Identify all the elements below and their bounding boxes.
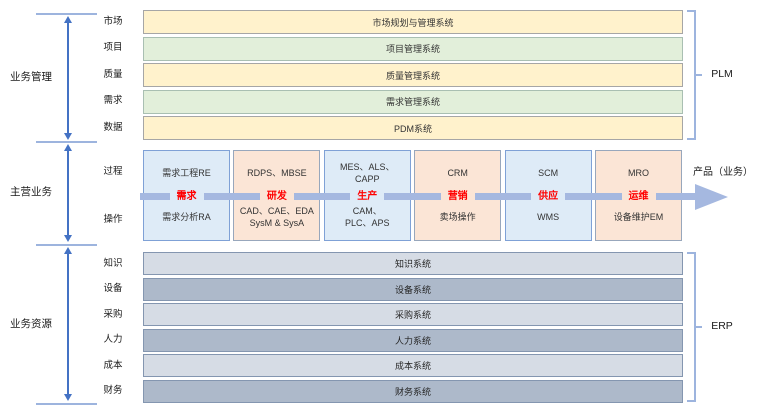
process-system-text: SCM <box>538 167 559 178</box>
plm-row-project: 项目管理系统 <box>143 36 683 61</box>
operation-system-text: 需求分析RA <box>162 212 211 222</box>
operation-system-text: 卖场操作 <box>439 212 476 222</box>
section-label-business-resources: 业务资源 <box>10 318 52 330</box>
row-label-requirement: 需求 <box>103 95 123 106</box>
row-label-finance: 财务 <box>103 385 123 396</box>
system-name-text: PDM系统 <box>394 123 432 134</box>
operation-system-text: CAM、 PLC、APS <box>345 206 390 228</box>
rail-divider-line <box>36 244 97 246</box>
row-label-market: 市场 <box>103 16 123 27</box>
row-label-knowledge: 知识 <box>103 257 123 269</box>
process-system-text: MES、ALS、CAPP <box>340 161 395 184</box>
stage-label-requirement: 需求 <box>169 190 204 203</box>
erp-bracket-top-tick <box>687 252 696 254</box>
stage-label-maintenance: 运维 <box>621 190 656 203</box>
erp-row-knowledge: 知识系统 <box>143 252 683 275</box>
row-label-hr: 人力 <box>103 334 123 345</box>
system-name-text: 知识系统 <box>394 259 431 269</box>
arrow-down-icon <box>64 133 72 140</box>
range-arrow-main-business <box>63 144 73 242</box>
row-label-process: 过程 <box>103 166 123 177</box>
row-label-equipment: 设备 <box>103 283 123 294</box>
erp-bracket-mid-tick <box>695 326 702 328</box>
arrow-up-icon <box>64 247 72 254</box>
row-label-data: 数据 <box>103 122 123 133</box>
system-name-text: 市场规划与管理系统 <box>372 17 454 28</box>
operation-system-text: 设备维护EM <box>613 212 664 222</box>
row-label-project: 项目 <box>103 42 123 53</box>
stage-label-marketing: 营销 <box>440 190 475 203</box>
section-label-main-business: 主营业务 <box>10 186 52 198</box>
row-label-operation: 操作 <box>103 214 123 225</box>
erp-row-cost: 成本系统 <box>143 354 683 377</box>
flow-arrowhead-icon <box>695 184 728 210</box>
process-system-text: 需求工程RE <box>162 167 211 178</box>
process-system-text: RDPS、MBSE <box>247 167 307 178</box>
arrow-shaft <box>67 252 69 396</box>
plm-row-requirement: 需求管理系统 <box>143 89 683 114</box>
system-name-text: 成本系统 <box>394 361 431 371</box>
row-label-cost: 成本 <box>103 359 123 371</box>
erp-row-procurement: 采购系统 <box>143 303 683 326</box>
arrow-shaft <box>67 21 69 135</box>
rail-divider-line <box>36 403 97 405</box>
range-arrow-business-management <box>63 16 73 140</box>
plm-bracket-mid-tick <box>695 74 702 76</box>
stage-label-supply: 供应 <box>531 190 566 203</box>
erp-row-hr: 人力系统 <box>143 328 683 352</box>
process-system-text: CRM <box>447 167 468 178</box>
section-label-business-management: 业务管理 <box>10 71 52 83</box>
arrow-up-icon <box>64 16 72 23</box>
row-label-quality: 质量 <box>103 69 123 80</box>
arrow-down-icon <box>64 394 72 401</box>
system-name-text: 需求管理系统 <box>385 97 440 107</box>
plm-row-quality: 质量管理系统 <box>143 63 683 87</box>
stage-label-rnd: 研发 <box>259 190 294 203</box>
process-system-text: MRO <box>628 167 649 178</box>
system-name-text: 采购系统 <box>394 310 431 320</box>
system-name-text: 项目管理系统 <box>385 44 440 54</box>
system-name-text: 人力系统 <box>394 335 431 346</box>
arrow-up-icon <box>64 144 72 151</box>
row-label-procurement: 采购 <box>103 308 123 320</box>
plm-row-pdm: PDM系统 <box>143 116 683 140</box>
erp-bracket-bottom-tick <box>687 400 696 402</box>
erp-row-equipment: 设备系统 <box>143 277 683 301</box>
range-arrow-business-resources <box>63 247 73 401</box>
flow-arrow-shaft <box>140 193 695 200</box>
stage-label-production: 生产 <box>350 190 385 203</box>
arrow-down-icon <box>64 235 72 242</box>
operation-system-text: WMS <box>537 212 560 222</box>
bracket-label-erp: ERP <box>711 320 733 332</box>
system-name-text: 财务系统 <box>394 386 431 397</box>
plm-row-market: 市场规划与管理系统 <box>143 10 683 34</box>
bracket-label-plm: PLM <box>711 68 733 80</box>
system-name-text: 设备系统 <box>394 284 431 295</box>
operation-system-text: CAD、CAE、EDA SysM & SysA <box>239 206 314 228</box>
arrow-shaft <box>67 149 69 237</box>
rail-divider-line <box>36 13 97 15</box>
plm-bracket-bottom-tick <box>687 138 696 140</box>
plm-bracket-top-tick <box>687 10 696 12</box>
flow-output-label: 产品（业务） <box>693 167 753 178</box>
system-name-text: 质量管理系统 <box>385 70 440 81</box>
erp-row-finance: 财务系统 <box>143 379 683 403</box>
rail-divider-line <box>36 141 97 143</box>
